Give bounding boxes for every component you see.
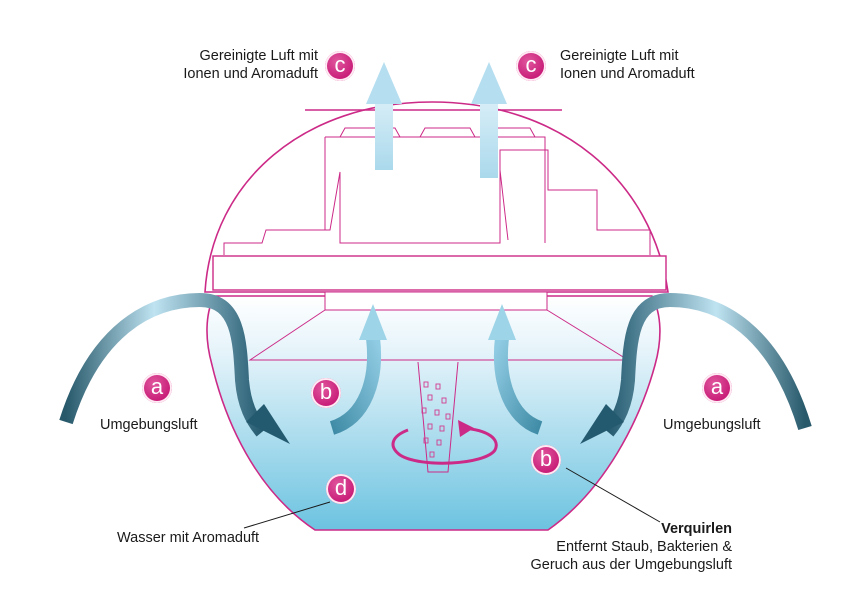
- bubbles: [421, 381, 451, 458]
- swirl-pointer-line: [565, 467, 661, 523]
- badge-b-right: b: [531, 445, 561, 475]
- clean-air-arrow-left: [366, 62, 402, 170]
- ambient-air-label-left: Umgebungsluft: [100, 417, 198, 433]
- a-arrow-left: [59, 292, 290, 444]
- upper-dome: [204, 101, 669, 293]
- badge-c-left: c: [325, 51, 355, 81]
- b-arrow-right: [488, 304, 543, 435]
- badge-c-right: c: [516, 51, 546, 81]
- a-arrow-right: [580, 292, 812, 444]
- clean-air-label-right: Gereinigte Luft mit Ionen und Aromaduft: [560, 47, 695, 83]
- swirl-label: Verquirlen Entfernt Staub, Bakterien & G…: [480, 520, 733, 574]
- inner-mechanism: [223, 127, 651, 255]
- clean-air-left-line2: Ionen und Aromaduft: [183, 66, 318, 82]
- swirl-title: Verquirlen: [661, 521, 732, 537]
- ambient-air-label-right: Umgebungsluft: [663, 417, 761, 433]
- badge-b-left: b: [311, 378, 341, 408]
- clean-air-right-line1: Gereinigte Luft mit: [560, 48, 679, 64]
- water-label: Wasser mit Aromaduft: [117, 530, 260, 546]
- clean-air-left-line1: Gereinigte Luft mit: [199, 48, 318, 64]
- swirl-desc-line1: Entfernt Staub, Bakterien &: [556, 539, 732, 555]
- swirl-desc-line2: Geruch aus der Umgebungsluft: [530, 557, 733, 573]
- diffuser: [248, 291, 630, 473]
- badge-a-right: a: [702, 373, 732, 403]
- water-bowl: [206, 295, 661, 531]
- swirl-arrow: [391, 420, 498, 465]
- water-pointer-line: [243, 501, 331, 529]
- badge-a-left: a: [142, 373, 172, 403]
- clean-air-label-left: Gereinigte Luft mit Ionen und Aromaduft: [150, 47, 318, 83]
- clean-air-right-line2: Ionen und Aromaduft: [560, 66, 695, 82]
- b-arrow-left: [329, 304, 387, 435]
- dome-base-plate: [212, 255, 667, 291]
- clean-air-arrow-right: [471, 62, 507, 178]
- badge-d: d: [326, 474, 356, 504]
